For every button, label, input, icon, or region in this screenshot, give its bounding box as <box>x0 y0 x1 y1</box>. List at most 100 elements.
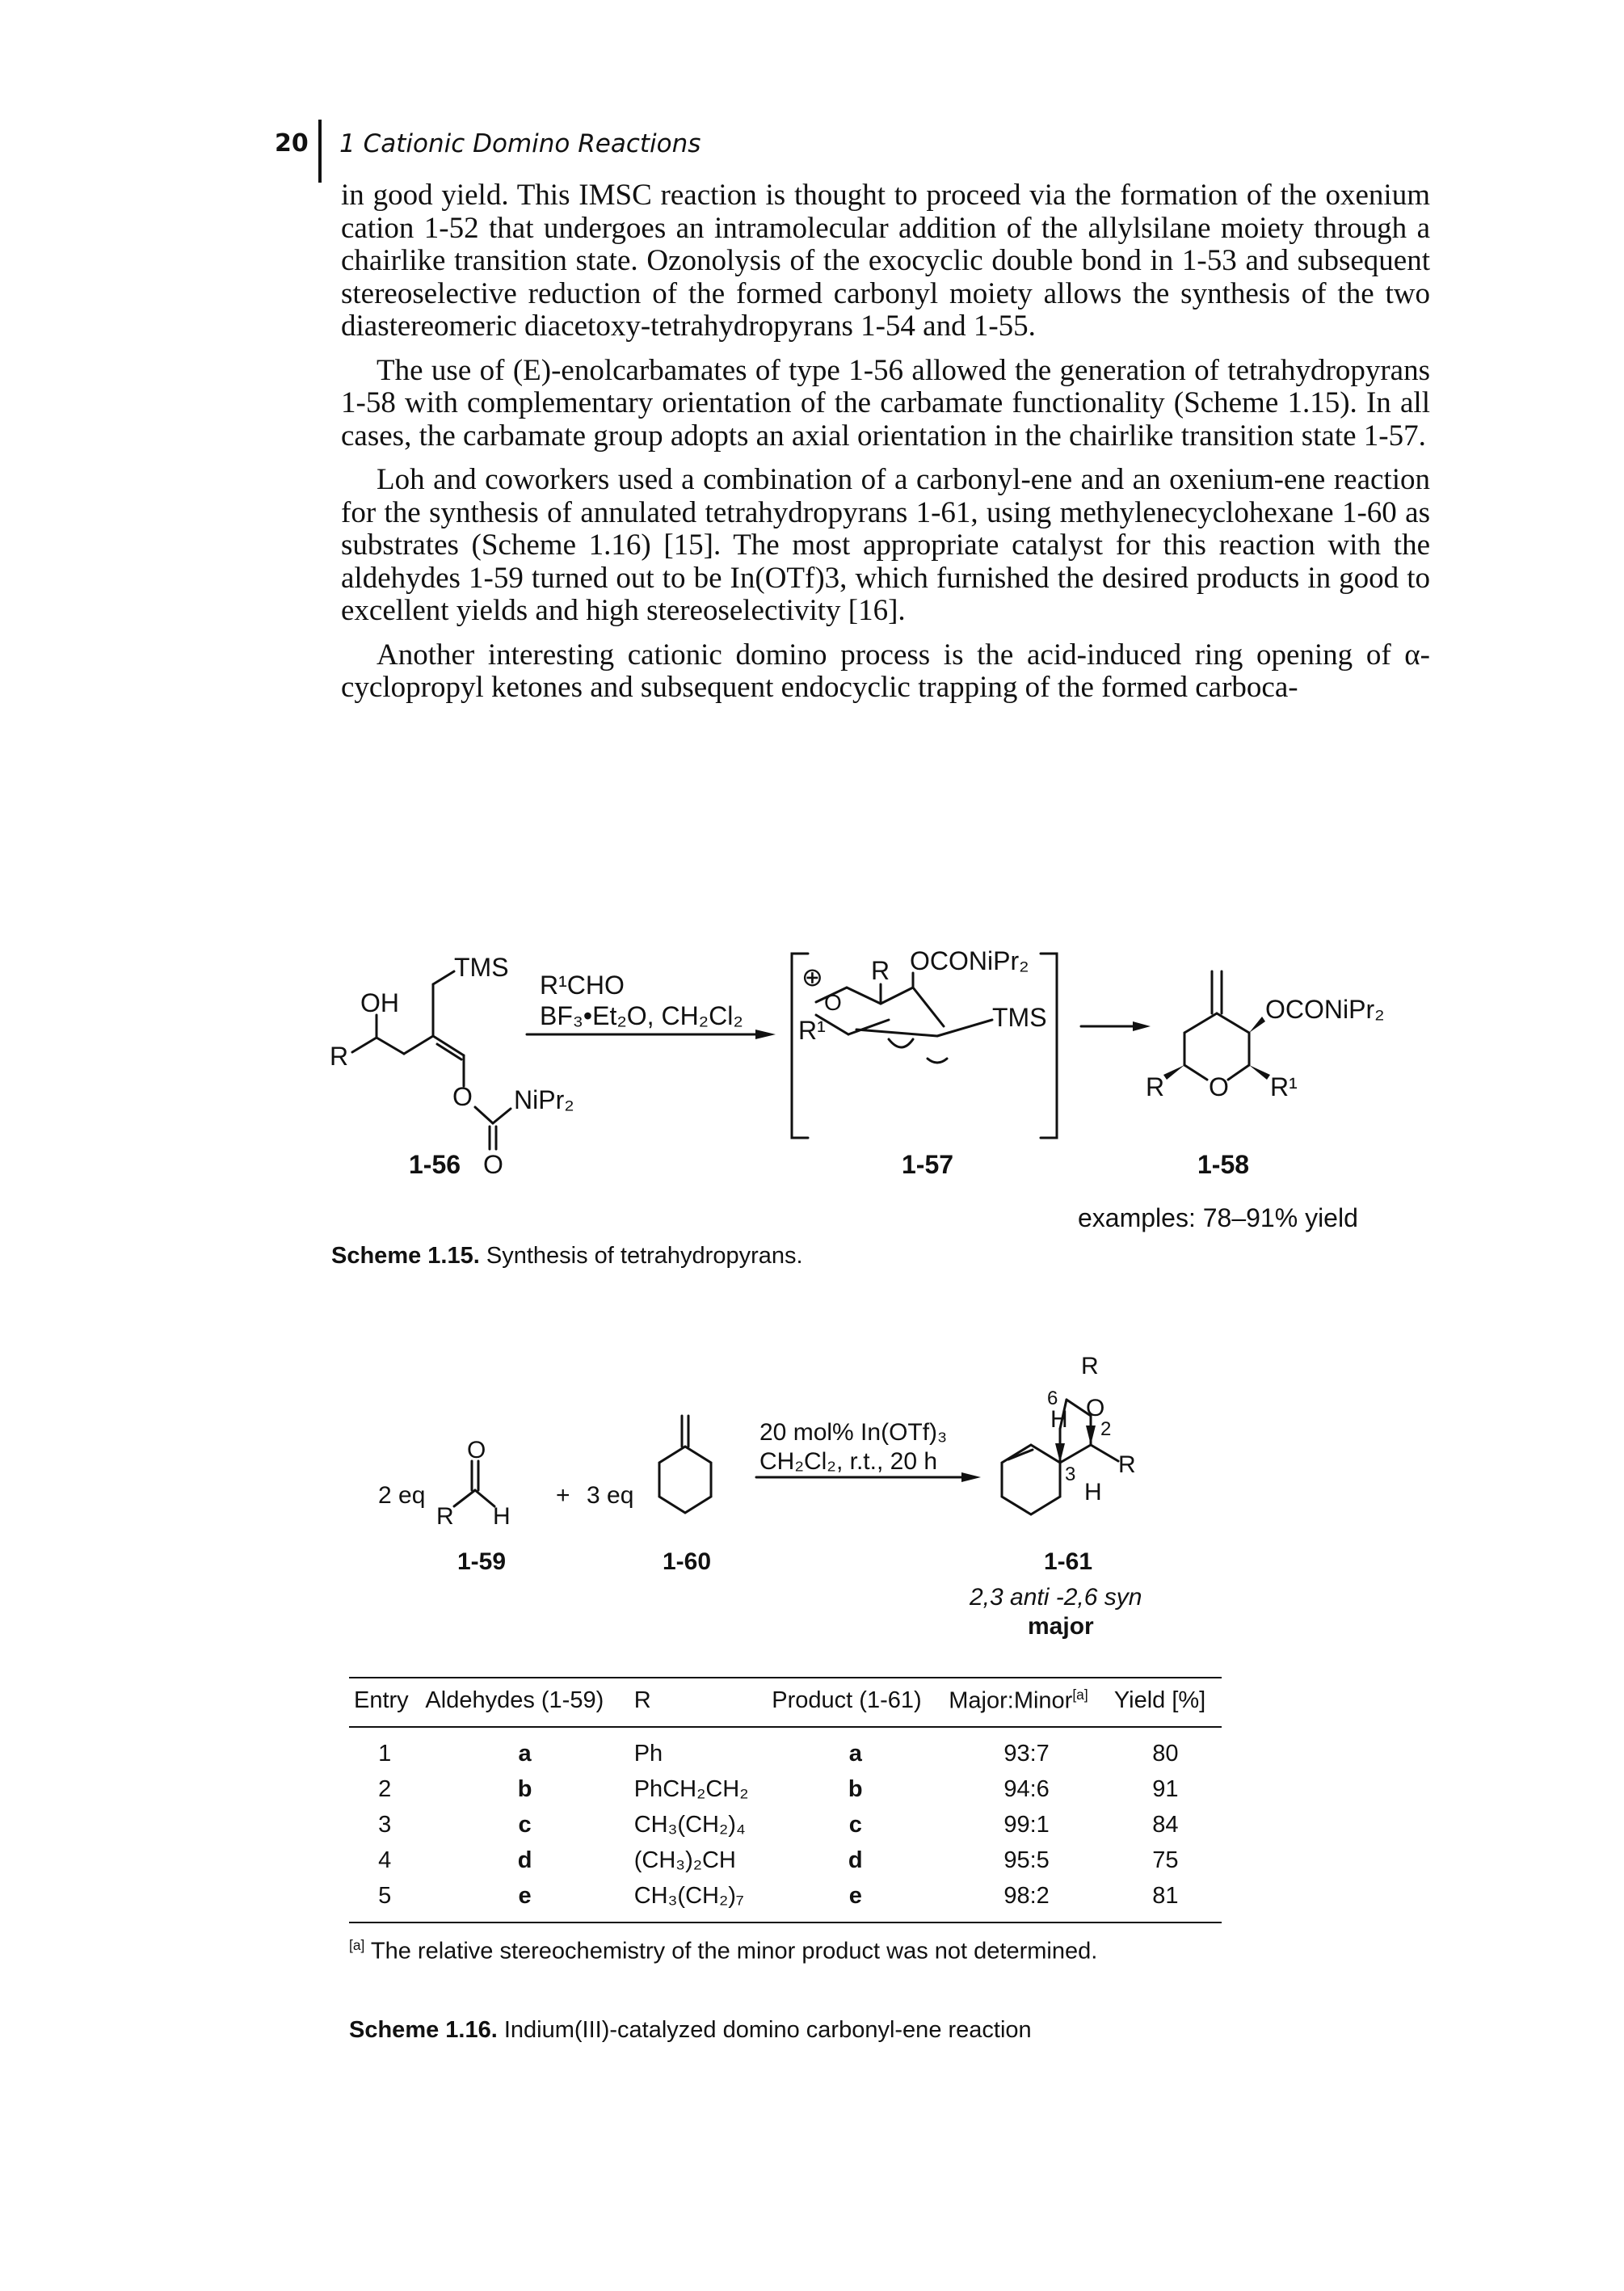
cell-ratio: 94:6 <box>1003 1776 1050 1803</box>
header-ratio-text: Major:Minor <box>949 1687 1073 1714</box>
cell-r: (CH₃)₂CH <box>633 1847 736 1874</box>
table-row: 5 e CH₃(CH₂)₇ e 98:2 81 <box>349 1878 1222 1923</box>
paragraph-2: The use of (E)-enolcarbamates of type 1-… <box>341 353 1430 453</box>
product-r-top: R <box>1081 1353 1099 1379</box>
header-divider <box>318 120 322 183</box>
table-footnote: [a] The relative stereochemistry of the … <box>349 1937 1097 1965</box>
cell-product: a <box>848 1741 862 1767</box>
cell-yield: 75 <box>1152 1847 1179 1874</box>
table-row: 3 c CH₃(CH₂)₄ c 99:1 84 <box>349 1808 1222 1843</box>
cell-r: PhCH₂CH₂ <box>633 1776 749 1803</box>
cell-entry: 2 <box>378 1776 392 1803</box>
cell-aldehyde: a <box>518 1741 532 1767</box>
product-position-6: 6 <box>1047 1388 1058 1409</box>
prod-r-label: R <box>1146 1072 1164 1101</box>
ts-plus-label: ⊕ <box>801 962 823 992</box>
paragraph-4: Another interesting cationic domino proc… <box>341 638 1430 704</box>
ts-o-label: O <box>824 990 842 1015</box>
cell-entry: 3 <box>378 1812 392 1838</box>
product-position-3: 3 <box>1065 1463 1075 1485</box>
cell-yield: 84 <box>1152 1812 1179 1838</box>
cell-yield: 81 <box>1109 1878 1222 1923</box>
aldehyde-r-label: R <box>436 1503 454 1530</box>
cell-r: Ph <box>633 1741 663 1767</box>
header-product: Product (1-61) <box>767 1677 945 1728</box>
caption-text-1-15: Synthesis of tetrahydropyrans. <box>486 1243 803 1269</box>
start-o-label: O <box>452 1082 473 1111</box>
compound-label-1-59: 1-59 <box>457 1548 506 1575</box>
start-r-label: R <box>330 1042 348 1071</box>
cell-ratio: 98:2 <box>944 1878 1109 1923</box>
cell-aldehyde: c <box>518 1812 532 1838</box>
scheme-1-16-caption: Scheme 1.16. Indium(III)-catalyzed domin… <box>349 2017 1032 2044</box>
cell-aldehyde: d <box>517 1847 532 1874</box>
ts-r1-label: R¹ <box>798 1016 826 1045</box>
alkene-equiv: 3 eq <box>587 1482 633 1509</box>
plus-sign: + <box>556 1482 570 1509</box>
stereo-note: 2,3 anti -2,6 syn <box>969 1584 1142 1611</box>
start-tms-label: TMS <box>454 953 509 982</box>
header-ratio: Major:Minor[a] <box>944 1677 1109 1728</box>
product-o-label: O <box>1086 1395 1104 1421</box>
table-row: 1 a Ph a 93:7 80 <box>349 1727 1222 1772</box>
cell-product: b <box>848 1776 863 1803</box>
header-aldehydes: Aldehydes (1-59) <box>420 1677 629 1728</box>
ts-ocon-label: OCONiPr₂ <box>910 946 1029 975</box>
compound-label-1-58: 1-58 <box>1197 1150 1249 1179</box>
table-row: 4 d (CH₃)₂CH d 95:5 75 <box>349 1843 1222 1879</box>
prod-o-label: O <box>1209 1072 1229 1101</box>
aldehyde-equiv: 2 eq <box>378 1482 425 1509</box>
condition-line-1: 20 mol% In(OTf)₃ <box>759 1419 947 1446</box>
cell-product: c <box>848 1812 862 1838</box>
compound-label-1-56: 1-56 <box>409 1150 461 1179</box>
cell-entry: 1 <box>378 1741 392 1767</box>
start-amine-label: NiPr₂ <box>514 1085 574 1114</box>
prod-r1-label: R¹ <box>1270 1072 1298 1101</box>
aldehyde-o-label: O <box>467 1437 486 1463</box>
cell-product: e <box>767 1878 945 1923</box>
prod-ocon-label: OCONiPr₂ <box>1265 995 1385 1024</box>
aldehyde-h-label: H <box>493 1503 511 1530</box>
scheme-1-15-caption: Scheme 1.15. Synthesis of tetrahydropyra… <box>331 1243 803 1270</box>
scheme-1-15-figure: OH R TMS O NiPr₂ O 1-56 R¹CHO BF₃•Et₂O, … <box>330 946 1385 1232</box>
cell-ratio: 95:5 <box>1003 1847 1050 1874</box>
page-number: 20 <box>275 129 309 158</box>
compound-label-1-60: 1-60 <box>663 1548 711 1575</box>
start-carbonyl-o: O <box>483 1150 503 1179</box>
table-header-row: Entry Aldehydes (1-59) R Product (1-61) … <box>349 1677 1222 1728</box>
cell-product: d <box>848 1847 863 1874</box>
major-label: major <box>1028 1613 1094 1640</box>
cell-yield: 91 <box>1152 1776 1179 1803</box>
caption-label-1-15: Scheme 1.15. <box>331 1243 480 1269</box>
reagent-line-2: BF₃•Et₂O, CH₂Cl₂ <box>540 1001 743 1030</box>
cell-aldehyde: b <box>517 1776 532 1803</box>
footnote-text: The relative stereochemistry of the mino… <box>370 1938 1098 1965</box>
header-footnote-mark: [a] <box>1072 1687 1088 1703</box>
cell-ratio: 93:7 <box>1003 1741 1050 1767</box>
cell-r: CH₃(CH₂)₇ <box>629 1878 768 1923</box>
header-entry: Entry <box>349 1677 421 1728</box>
compound-label-1-57: 1-57 <box>902 1150 953 1179</box>
reagent-line-1: R¹CHO <box>540 971 625 1000</box>
product-position-2: 2 <box>1100 1418 1111 1440</box>
ts-r-label: R <box>871 956 890 985</box>
start-oh-label: OH <box>360 988 399 1017</box>
paragraph-3: Loh and coworkers used a combination of … <box>341 463 1430 627</box>
paragraph-1: in good yield. This IMSC reaction is tho… <box>341 179 1430 343</box>
examples-yield: examples: 78–91% yield <box>1078 1203 1358 1232</box>
compound-label-1-61: 1-61 <box>1044 1548 1092 1575</box>
caption-label-1-16: Scheme 1.16. <box>349 2017 498 2043</box>
results-table: Entry Aldehydes (1-59) R Product (1-61) … <box>349 1677 1222 1923</box>
cell-entry: 5 <box>349 1878 421 1923</box>
product-h-top: H <box>1050 1406 1068 1433</box>
footnote-mark: [a] <box>349 1937 365 1953</box>
cell-aldehyde: e <box>420 1878 629 1923</box>
cell-r: CH₃(CH₂)₄ <box>633 1812 746 1838</box>
scheme-1-16-figure: 2 eq O R H 1-59 + 3 eq 1-60 20 mol% In(O… <box>378 1353 1142 1640</box>
running-title: 1 Cationic Domino Reactions <box>339 129 701 158</box>
header-yield: Yield [%] <box>1109 1677 1222 1728</box>
ts-tms-label: TMS <box>992 1003 1047 1032</box>
product-r-right: R <box>1118 1451 1136 1478</box>
cell-ratio: 99:1 <box>1003 1812 1050 1838</box>
body-text: in good yield. This IMSC reaction is tho… <box>341 179 1430 705</box>
